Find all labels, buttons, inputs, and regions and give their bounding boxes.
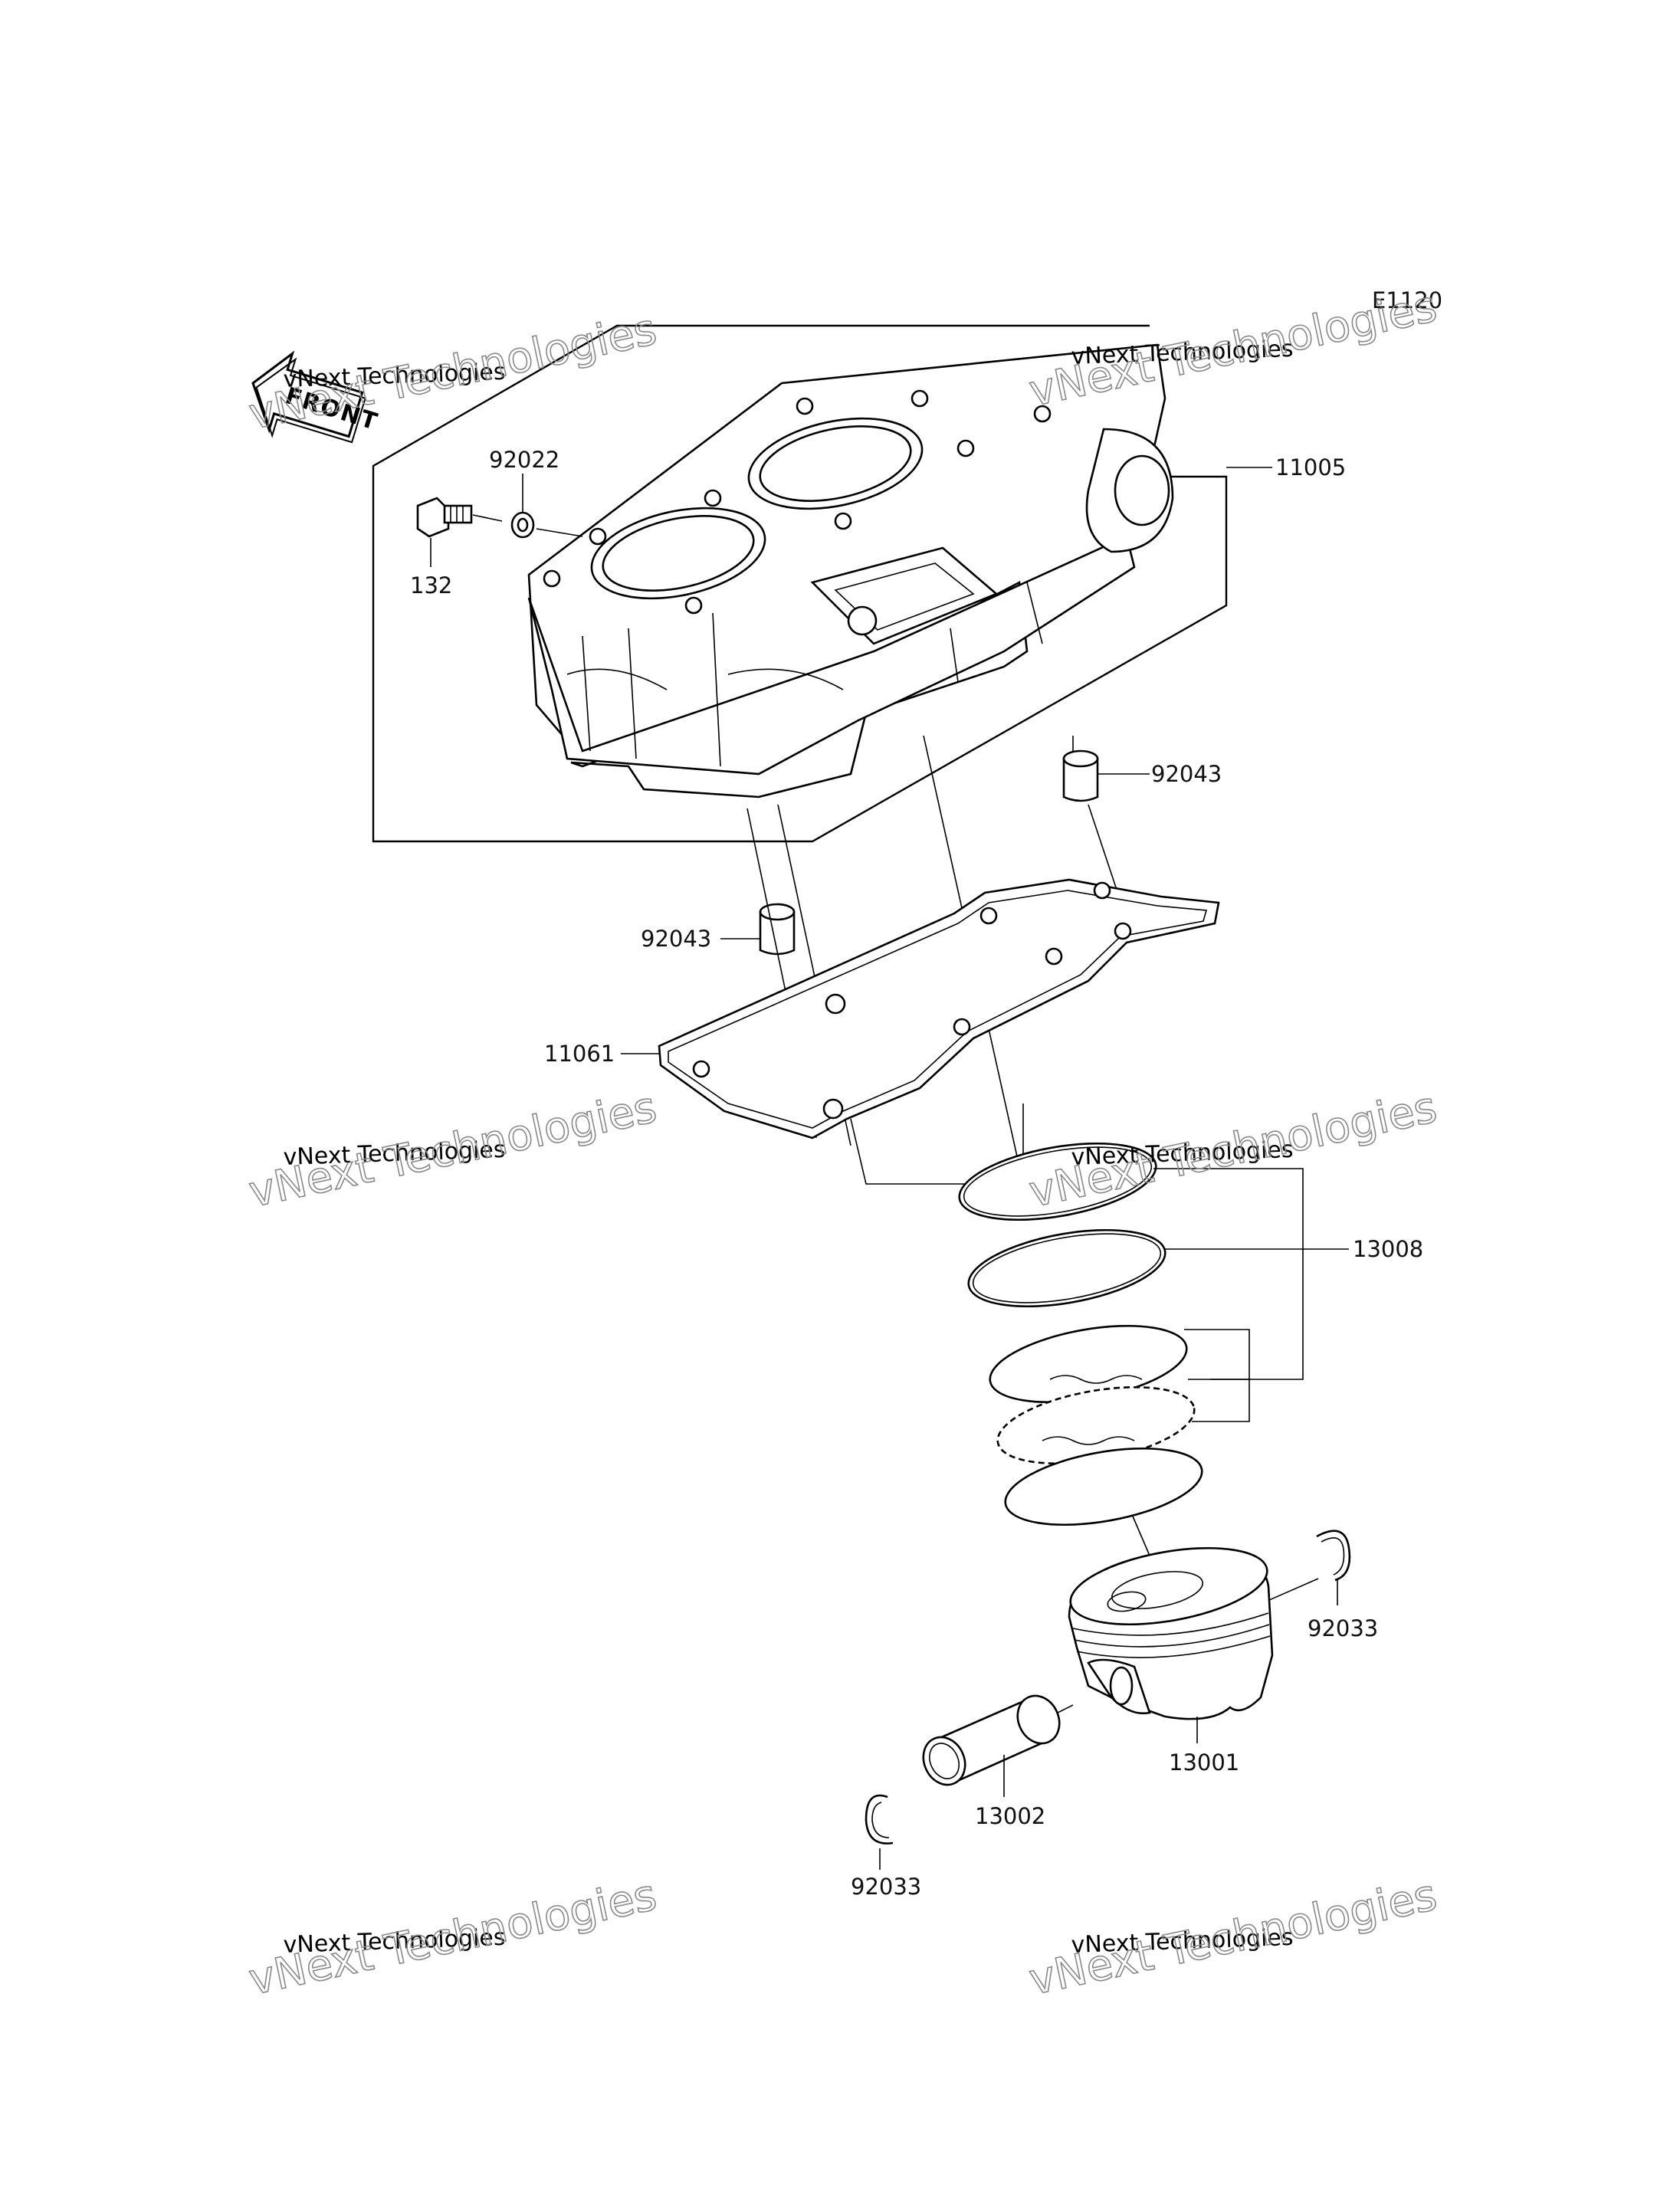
callout-13002: 13002 xyxy=(975,1803,1045,1829)
circlip-92033-left xyxy=(865,1794,894,1844)
callout-11005: 11005 xyxy=(1275,454,1346,480)
cylinder-block xyxy=(527,343,1174,798)
watermark-mid-right: vNext Technologies vNext Technologies xyxy=(1025,1082,1442,1218)
front-direction-arrow-icon: FRONT xyxy=(251,350,382,444)
watermark-mid-left: vNext Technologies vNext Technologies xyxy=(244,1082,661,1218)
callout-13008: 13008 xyxy=(1353,1236,1423,1262)
bolt-132 xyxy=(416,497,473,538)
guide-line xyxy=(850,1103,1024,1185)
piston-pin-13002 xyxy=(922,1694,1061,1786)
piston-ring-set-13008 xyxy=(958,1142,1203,1526)
dowel-92043-lower xyxy=(759,903,796,956)
piston-13001 xyxy=(1068,1546,1274,1720)
diagram-code: E1120 xyxy=(1372,287,1442,313)
callout-11061: 11061 xyxy=(544,1041,615,1067)
dowel-92043-upper xyxy=(1062,749,1099,802)
callout-92043-upper: 92043 xyxy=(1151,761,1222,787)
watermark-top-right: vNext Technologies vNext Technologies xyxy=(1025,281,1442,418)
callout-132: 132 xyxy=(410,572,452,598)
callout-92022: 92022 xyxy=(489,447,559,473)
callout-13001: 13001 xyxy=(1169,1749,1239,1776)
callout-92033-right: 92033 xyxy=(1308,1615,1378,1641)
washer-92022 xyxy=(510,511,535,539)
watermark-bottom-right: vNext Technologies vNext Technologies xyxy=(1025,1870,1442,2006)
assembly-outline xyxy=(372,324,1228,843)
callout-92033-left: 92033 xyxy=(851,1874,921,1900)
gasket-11061 xyxy=(658,878,1220,1139)
watermark-bottom-left: vNext Technologies vNext Technologies xyxy=(244,1870,661,2006)
callout-92043-lower: 92043 xyxy=(641,926,711,952)
circlip-92033-right xyxy=(1316,1530,1351,1582)
